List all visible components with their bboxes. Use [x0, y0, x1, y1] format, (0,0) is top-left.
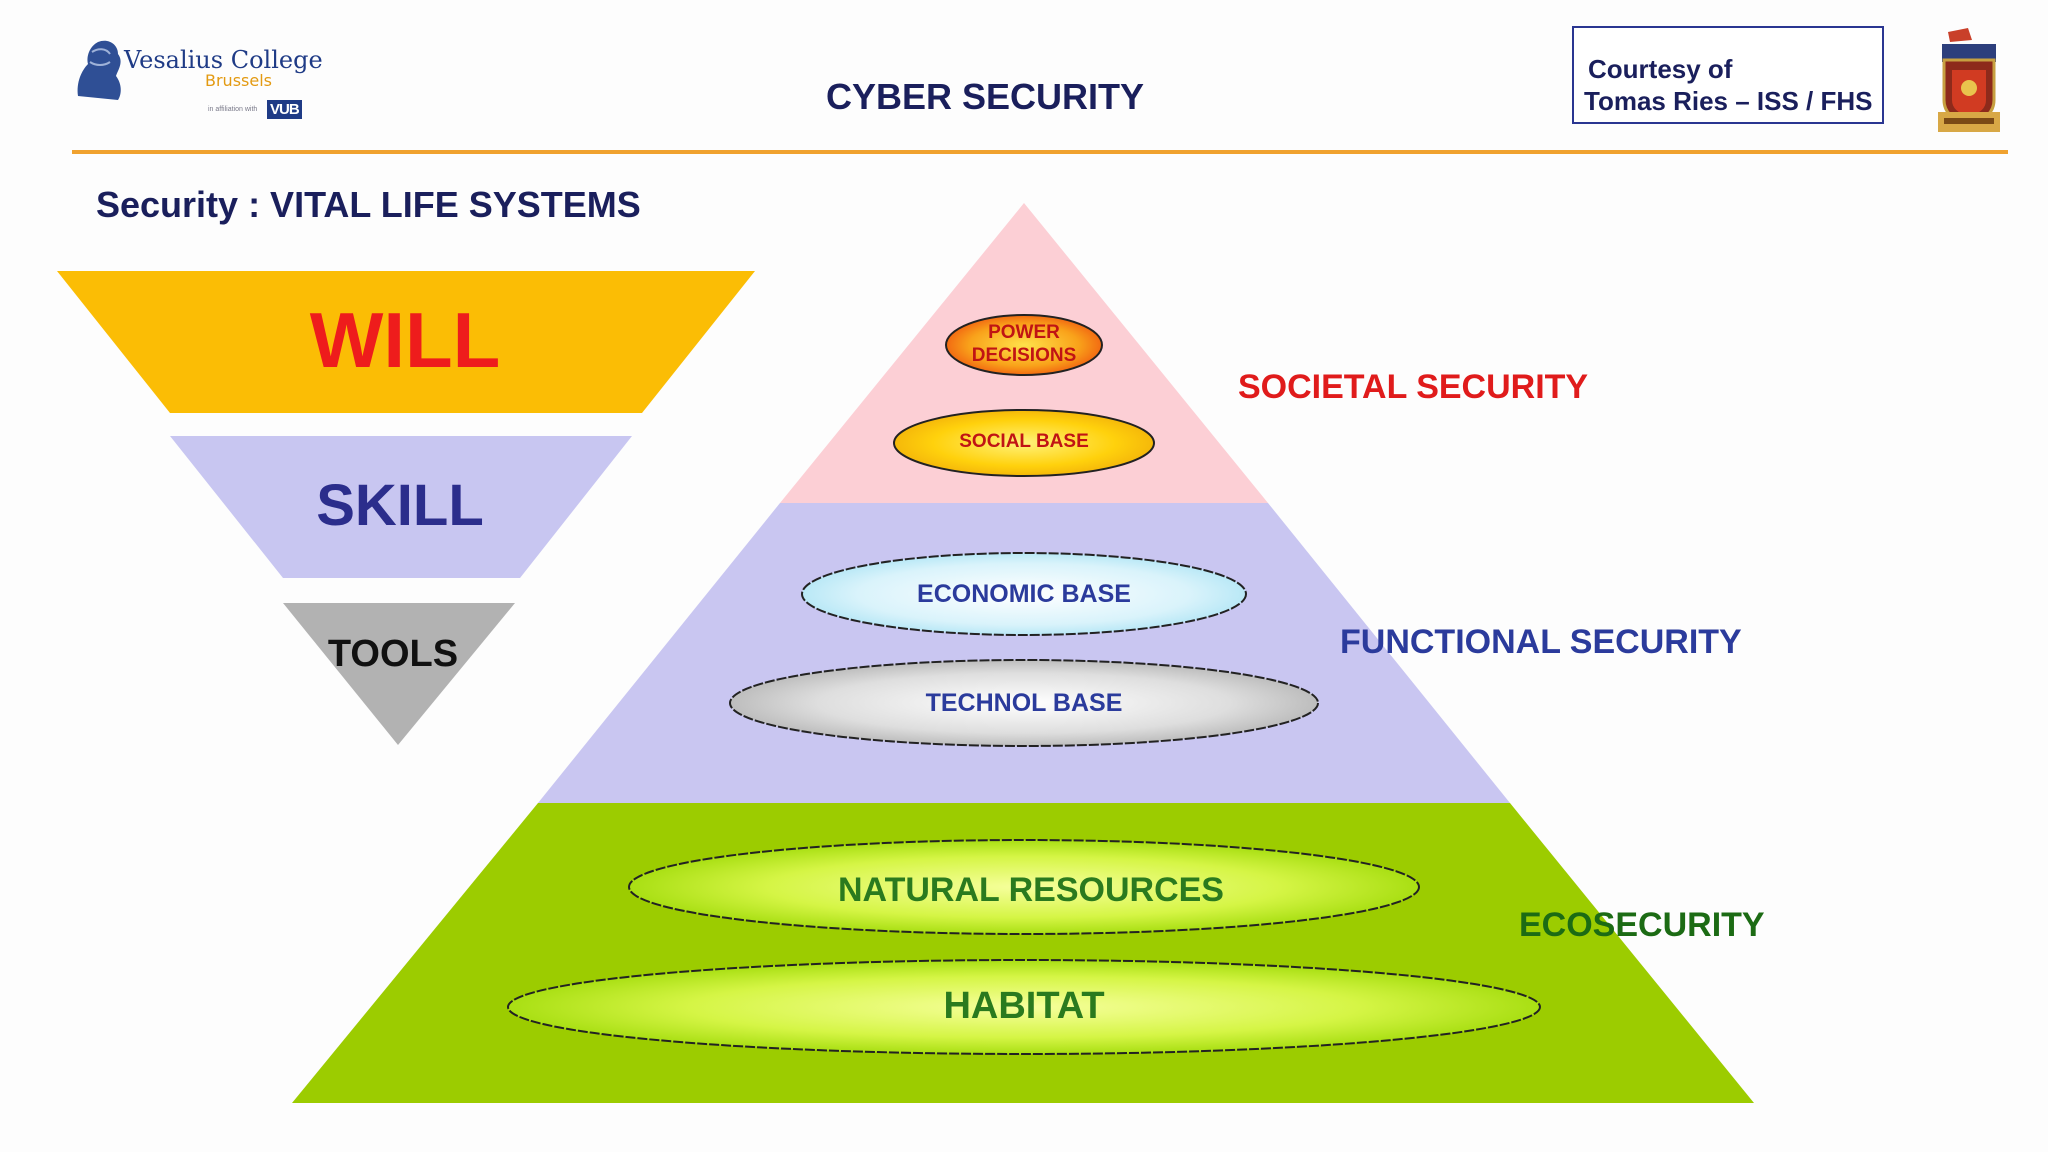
power-decisions-label: POWER DECISIONS — [972, 321, 1077, 367]
natural-resources-ellipse — [628, 839, 1420, 935]
technol-base-ellipse — [729, 659, 1319, 747]
social-base-label: SOCIAL BASE — [959, 431, 1089, 452]
logo-affiliation: in affiliation with — [208, 106, 258, 113]
skill-label: SKILL — [316, 473, 484, 538]
will-tier — [57, 271, 755, 413]
skill-tier — [170, 436, 632, 578]
coat-of-arms-icon — [1938, 28, 2000, 132]
vesalius-bust-icon — [77, 40, 121, 100]
logo-college-name: Vesalius College — [124, 46, 323, 74]
power-label-line-1: POWER — [988, 322, 1060, 343]
habitat-label: HABITAT — [943, 985, 1105, 1027]
functional-security-label: FUNCTIONAL SECURITY — [1340, 623, 1742, 661]
header-divider — [72, 150, 2008, 154]
ecosecurity-label: ECOSECURITY — [1519, 906, 1765, 944]
societal-security-label: SOCIETAL SECURITY — [1238, 368, 1589, 406]
economic-base-ellipse — [801, 552, 1247, 636]
technol-base-label: TECHNOL BASE — [925, 689, 1123, 717]
vub-logo: VUB — [267, 100, 302, 119]
power-label-line-2: DECISIONS — [971, 345, 1077, 366]
tools-tier — [283, 603, 515, 745]
slide-subtitle: Security : VITAL LIFE SYSTEMS — [96, 184, 641, 225]
social-base-ellipse — [893, 409, 1155, 477]
habitat-ellipse — [507, 959, 1541, 1055]
courtesy-box: Courtesy of Tomas Ries – ISS / FHS — [1572, 26, 1884, 124]
natural-resources-label: NATURAL RESOURCES — [838, 871, 1224, 909]
logo-city: Brussels — [205, 71, 272, 90]
power-decisions-ellipse — [945, 314, 1103, 376]
page-title: CYBER SECURITY — [825, 76, 1145, 117]
will-label: WILL — [309, 296, 501, 384]
courtesy-line-2: Tomas Ries – ISS / FHS — [1584, 86, 1873, 116]
tools-label: TOOLS — [327, 633, 459, 675]
economic-base-label: ECONOMIC BASE — [917, 580, 1131, 608]
courtesy-line-1: Courtesy of — [1588, 54, 1733, 84]
